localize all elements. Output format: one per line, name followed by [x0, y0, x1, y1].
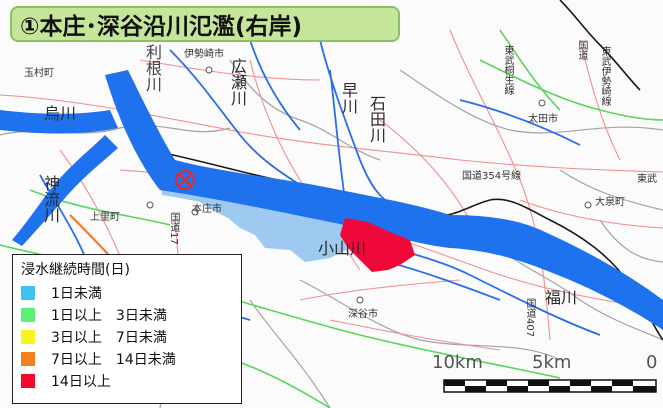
legend-swatch	[21, 374, 35, 388]
label-hirose-river: 広瀬川	[228, 58, 247, 106]
scale-label-10km: 10km	[432, 352, 483, 373]
legend-label: 1日未満	[51, 286, 102, 302]
legend-title: 浸水継続時間(日)	[21, 262, 130, 278]
label-tobu-kiryu: 東武桐生線	[502, 45, 513, 95]
town-markers	[146, 66, 592, 304]
legend-item-under-1-day: 1日未満	[21, 282, 233, 304]
legend-swatch	[21, 330, 35, 344]
legend: 浸水継続時間(日) 1日未満 1日以上 3日未満 3日以上 7日未満 7日以上 …	[12, 254, 242, 404]
label-karasu-river: 烏川	[44, 104, 77, 123]
tone-river	[105, 70, 663, 330]
label-haya-river: 早川	[339, 82, 358, 114]
label-tobu-right: 東武	[637, 174, 657, 185]
label-route354: 国道354号線	[462, 171, 522, 182]
legend-swatch	[21, 286, 35, 300]
legend-swatch	[21, 308, 35, 322]
label-kamisato: 上里町	[90, 212, 120, 223]
scale-bar	[443, 379, 657, 393]
label-isesaki: 伊勢崎市	[184, 49, 224, 60]
legend-label: 1日以上 3日未満	[51, 308, 167, 324]
circle-x-icon	[175, 170, 195, 190]
label-koyama-river: 小山川	[318, 239, 367, 258]
legend-item-1-to-3-days: 1日以上 3日未満	[21, 304, 233, 326]
label-fukaya: 深谷市	[348, 309, 378, 320]
label-ota: 太田市	[528, 114, 558, 125]
legend-item-7-to-14-days: 7日以上 14日未満	[21, 348, 233, 370]
jinryu-river	[12, 135, 118, 246]
label-honjo: 本庄市	[192, 204, 222, 215]
label-route17: 国道17	[168, 212, 179, 245]
karasu-river	[0, 110, 118, 134]
label-oizumi: 大泉町	[595, 197, 625, 208]
legend-label: 7日以上 14日未満	[51, 352, 176, 368]
map-title: ①本庄･深谷沿川氾濫(右岸)	[10, 6, 400, 42]
legend-item-3-to-7-days: 3日以上 7日未満	[21, 326, 233, 348]
label-tamamura: 玉村町	[24, 68, 54, 79]
scale-label-5km: 5km	[532, 352, 572, 373]
flood-extent-red	[340, 218, 415, 272]
legend-swatch	[21, 352, 35, 366]
legend-label: 14日以上	[51, 374, 111, 390]
label-tone-river: 利根川	[143, 44, 162, 92]
label-jinryu-river: 神流川	[41, 175, 60, 223]
prefecture-boundary-north	[559, 0, 641, 91]
label-ishida-river: 石田川	[367, 95, 386, 143]
legend-label: 3日以上 7日未満	[51, 330, 167, 346]
label-route-ne: 国道	[576, 40, 587, 60]
label-tobu-isesaki: 東武伊勢崎線	[599, 46, 610, 106]
legend-item-over-14-days: 14日以上	[21, 370, 233, 392]
label-route407: 国道407	[524, 298, 535, 338]
label-fuku-river: 福川	[545, 288, 578, 307]
scale-label-0: 0	[646, 352, 658, 373]
breach-marker	[175, 170, 195, 190]
